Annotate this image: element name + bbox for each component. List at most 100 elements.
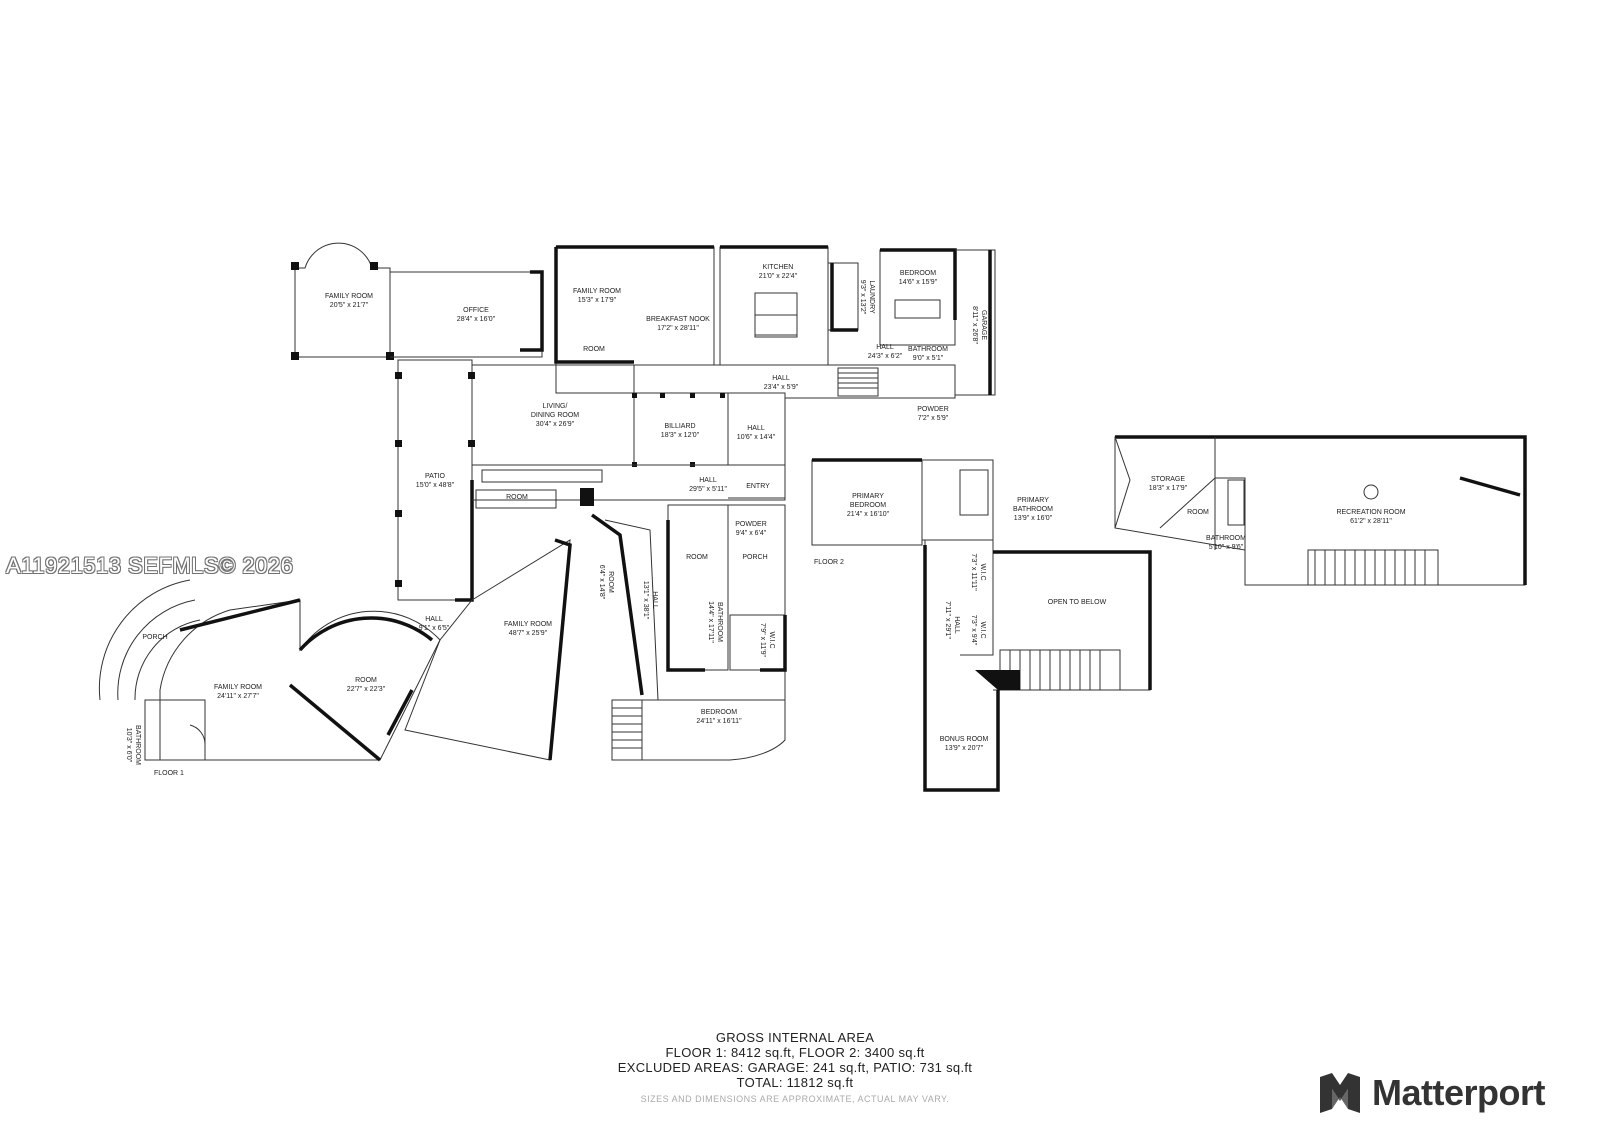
living-dining-name2: DINING ROOM — [531, 412, 579, 419]
patio-name: PATIO — [425, 473, 446, 480]
primary-bathroom-name1: PRIMARY — [1017, 497, 1049, 504]
laundry-dim: 9'3" x 13'2" — [859, 280, 866, 315]
office-name: OFFICE — [463, 307, 489, 314]
powder-s-name: POWDER — [735, 521, 767, 528]
hall-ne-dim: 24'3" x 6'2" — [868, 353, 903, 360]
wic-1-name: W.I.C — [979, 563, 986, 580]
family-room-n-dim: 15'3" x 17'9" — [578, 297, 617, 304]
gross-area-summary: GROSS INTERNAL AREA FLOOR 1: 8412 sq.ft,… — [560, 1030, 1030, 1107]
hall-sw-dim: 9'1" x 6'5" — [419, 625, 450, 632]
bedroom-s-dim: 24'11" x 16'11" — [696, 718, 742, 725]
mls-watermark: A11921513 SEFMLS© 2026 — [6, 553, 294, 578]
primary-bathroom-dim: 13'9" x 16'0" — [1014, 515, 1053, 522]
matterport-brand: Matterport — [1318, 1070, 1546, 1116]
hall-f2-name: HALL — [953, 616, 960, 634]
bathroom-f3-dim: 5'10" x 9'6" — [1209, 544, 1244, 551]
primary-bedroom-name2: BEDROOM — [850, 502, 886, 509]
wic-s-dim: 7'9" x 11'9" — [759, 623, 766, 657]
breakfast-nook-name: BREAKFAST NOOK — [646, 316, 710, 323]
floor1-walls — [98, 242, 996, 762]
bedroom-s-name: BEDROOM — [701, 709, 737, 716]
hall-f2-dim: 7'11" x 29'1" — [944, 601, 951, 639]
matterport-logo-icon — [1320, 1073, 1360, 1113]
primary-bedroom-name1: PRIMARY — [852, 493, 884, 500]
powder-s-dim: 9'4" x 6'4" — [736, 530, 767, 537]
bathroom-ne-name: BATHROOM — [908, 346, 948, 353]
powder-n-dim: 7'2" x 5'9" — [918, 415, 949, 422]
room-small-name: ROOM — [686, 554, 708, 561]
brand-name: Matterport — [1372, 1072, 1546, 1113]
room-arc-name: ROOM — [355, 677, 377, 684]
wic-2-name: W.I.C — [979, 621, 986, 638]
wic-s-name: W.I.C — [768, 631, 775, 648]
hall-e-name: HALL — [747, 425, 765, 432]
family-room-c-name: FAMILY ROOM — [504, 621, 552, 628]
hall-angled-name: HALL — [651, 591, 658, 609]
bonus-room-dim: 13'9" x 20'7" — [945, 745, 984, 752]
floor1-label: FLOOR 1 — [154, 770, 184, 777]
hall-angled-dim: 13'1" x 38'1" — [642, 581, 649, 620]
room-mid-name: ROOM — [506, 494, 528, 501]
storage-name: STORAGE — [1151, 476, 1185, 483]
primary-bathroom-name2: BATHROOM — [1013, 506, 1053, 513]
room-angled-dim: 6'4" x 14'8" — [598, 565, 605, 600]
bathroom-f3-name: BATHROOM — [1206, 535, 1246, 542]
hall-mid-dim: 29'5" x 5'11" — [689, 486, 727, 493]
recreation-room-dim: 61'2" x 28'11" — [1350, 518, 1392, 525]
kitchen-dim: 21'0" x 22'4" — [759, 273, 798, 280]
garage-dim: 8'11" x 26'8" — [971, 306, 978, 344]
wic-2-dim: 7'3" x 9'4" — [970, 615, 977, 646]
kitchen-name: KITCHEN — [763, 264, 794, 271]
porch-w-name: PORCH — [142, 634, 167, 641]
storage-dim: 18'3" x 17'9" — [1149, 485, 1188, 492]
bathroom-w-name: BATHROOM — [134, 725, 141, 765]
room-angled-name: ROOM — [607, 571, 614, 593]
hall-n-name: HALL — [772, 375, 790, 382]
wic-1-dim: 7'3" x 11'11" — [970, 553, 977, 591]
living-dining-name1: LIVING/ — [543, 403, 568, 410]
area-excluded: EXCLUDED AREAS: GARAGE: 241 sq.ft, PATIO… — [617, 1060, 973, 1075]
breakfast-nook-dim: 17'2" x 28'11" — [657, 325, 699, 332]
room-n-name: ROOM — [583, 346, 605, 353]
area-disclaimer: SIZES AND DIMENSIONS ARE APPROXIMATE, AC… — [640, 1094, 950, 1104]
area-floors: FLOOR 1: 8412 sq.ft, FLOOR 2: 3400 sq.ft — [665, 1045, 925, 1060]
patio-dim: 15'0" x 48'8" — [416, 482, 455, 489]
billiard-name: BILLIARD — [664, 423, 695, 430]
family-room-sw-name: FAMILY ROOM — [214, 684, 262, 691]
family-room-c-dim: 48'7" x 25'9" — [509, 630, 548, 637]
living-dining-dim: 30'4" x 26'9" — [536, 421, 575, 428]
floor3-walls — [1114, 435, 1527, 586]
family-room-sw-dim: 24'11" x 27'7" — [217, 693, 259, 700]
bedroom-ne-name: BEDROOM — [900, 270, 936, 277]
bathroom-ne-dim: 9'0" x 5'1" — [913, 355, 944, 362]
family-room-nw-dim: 20'5" x 21'7" — [330, 302, 369, 309]
garage-name: GARAGE — [980, 310, 987, 340]
area-title: GROSS INTERNAL AREA — [715, 1030, 875, 1045]
powder-n-name: POWDER — [917, 406, 949, 413]
floor2-label: FLOOR 2 — [814, 559, 844, 566]
hall-e-dim: 10'6" x 14'4" — [737, 434, 776, 441]
hall-ne-name: HALL — [876, 344, 894, 351]
open-below-name: OPEN TO BELOW — [1048, 599, 1107, 606]
room-labels: FAMILY ROOM 20'5" x 21'7" OFFICE 28'4" x… — [125, 264, 1406, 777]
room-f3-name: ROOM — [1187, 509, 1209, 516]
floor2-walls — [811, 458, 1152, 792]
bedroom-ne-dim: 14'6" x 15'9" — [899, 279, 938, 286]
recreation-room-name: RECREATION ROOM — [1336, 509, 1405, 516]
bonus-room-name: BONUS ROOM — [940, 736, 989, 743]
family-room-nw-name: FAMILY ROOM — [325, 293, 373, 300]
office-dim: 28'4" x 16'0" — [457, 316, 496, 323]
entry-name: ENTRY — [746, 483, 770, 490]
hall-mid-name: HALL — [699, 477, 717, 484]
bathroom-w-dim: 10'3" x 6'0" — [125, 728, 132, 763]
billiard-dim: 18'3" x 12'0" — [661, 432, 700, 439]
hall-sw-name: HALL — [425, 616, 443, 623]
bathroom-s-name: BATHROOM — [716, 602, 723, 642]
laundry-name: LAUNDRY — [868, 280, 875, 314]
bathroom-s-dim: 14'4" x 17'11" — [707, 601, 714, 643]
hall-n-dim: 23'4" x 5'9" — [764, 384, 799, 391]
primary-bedroom-dim: 21'4" x 16'10" — [847, 511, 890, 518]
porch-e-name: PORCH — [742, 554, 767, 561]
area-total: TOTAL: 11812 sq.ft — [736, 1075, 854, 1090]
